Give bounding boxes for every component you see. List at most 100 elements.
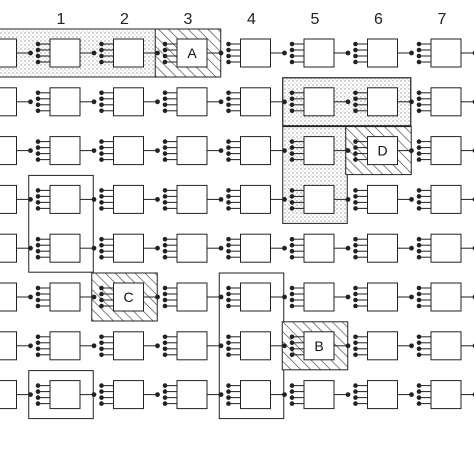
input-dot	[353, 151, 358, 156]
input-dot	[99, 157, 104, 162]
cell-box	[0, 233, 17, 263]
input-dot	[99, 145, 104, 150]
processing-cell	[35, 87, 97, 117]
input-dot	[289, 108, 295, 114]
input-dot	[35, 242, 41, 248]
output-dot	[155, 294, 160, 300]
input-dot	[162, 236, 168, 242]
output-dot	[91, 148, 97, 154]
input-dot	[226, 248, 231, 254]
input-dot	[99, 352, 104, 358]
input-dot	[35, 395, 41, 400]
output-dot	[345, 294, 351, 300]
cell-box	[176, 38, 208, 68]
cell-box	[303, 136, 335, 166]
output-dot	[409, 245, 414, 251]
input-dot	[162, 383, 168, 388]
input-dot	[162, 285, 168, 291]
cell-box	[367, 136, 398, 166]
input-dot	[162, 157, 168, 162]
cell-box	[113, 331, 144, 361]
input-dot	[289, 102, 295, 108]
input-dot	[162, 248, 168, 254]
input-dot	[162, 96, 168, 102]
processing-cell	[99, 184, 160, 214]
cell-box	[240, 87, 271, 117]
processing-cell: C	[99, 282, 160, 312]
processing-cell: D	[353, 136, 414, 166]
processing-cell	[289, 380, 351, 410]
input-dot	[99, 395, 104, 400]
cell-box	[240, 233, 271, 263]
input-dot	[353, 297, 358, 303]
output-dot	[28, 294, 33, 300]
input-dot	[226, 53, 231, 59]
cell-box	[0, 87, 17, 117]
cell-box	[303, 282, 335, 312]
input-dot	[99, 254, 104, 260]
input-dot	[99, 206, 104, 211]
input-dot	[353, 389, 358, 394]
output-dot	[409, 197, 414, 202]
input-dot	[162, 254, 168, 260]
input-dot	[35, 41, 41, 47]
input-dot	[353, 285, 358, 291]
input-dot	[353, 47, 358, 53]
input-dot	[35, 352, 41, 358]
processing-cell	[162, 136, 224, 166]
input-dot	[35, 346, 41, 352]
input-dot	[416, 47, 422, 53]
input-dot	[416, 334, 422, 340]
input-dot	[35, 102, 41, 108]
cell-box	[49, 233, 81, 263]
input-dot	[416, 291, 422, 297]
input-dot	[353, 139, 358, 144]
cell-box	[367, 87, 398, 117]
processing-cell	[162, 331, 224, 361]
input-dot	[289, 395, 295, 400]
output-dot	[218, 99, 224, 105]
input-dot	[416, 297, 422, 303]
input-dot	[289, 297, 295, 303]
input-dot	[162, 303, 168, 309]
processing-cell	[353, 38, 414, 68]
input-dot	[35, 96, 41, 102]
processing-cell	[289, 87, 351, 117]
output-dot	[409, 50, 414, 56]
input-dot	[226, 102, 231, 108]
output-dot	[282, 197, 287, 202]
input-dot	[226, 242, 231, 248]
cell-box	[367, 282, 398, 312]
input-dot	[226, 297, 231, 303]
input-dot	[99, 346, 104, 352]
cell-box	[430, 87, 462, 117]
input-dot	[99, 291, 104, 297]
cell-box	[176, 331, 208, 361]
output-dot	[218, 197, 224, 202]
output-dot	[28, 197, 33, 202]
input-dot	[99, 151, 104, 156]
cell-box	[176, 136, 208, 166]
cell-box	[49, 380, 81, 410]
cell-box	[49, 282, 81, 312]
processing-cell	[226, 282, 287, 312]
cell-box	[0, 282, 17, 312]
processing-cell	[226, 38, 287, 68]
input-dot	[289, 96, 295, 102]
input-dot	[162, 297, 168, 303]
output-dot	[409, 294, 414, 300]
input-dot	[35, 47, 41, 53]
input-dot	[353, 303, 358, 309]
output-dot	[282, 99, 287, 105]
output-dot	[282, 343, 287, 349]
cell-box	[113, 233, 144, 263]
input-dot	[99, 188, 104, 193]
cell-box	[430, 331, 462, 361]
input-dot	[353, 53, 358, 59]
cell-box	[113, 87, 144, 117]
output-dot	[91, 50, 97, 56]
output-dot	[91, 99, 97, 105]
processing-cell	[99, 233, 160, 263]
input-dot	[35, 53, 41, 59]
input-dot	[226, 291, 231, 297]
